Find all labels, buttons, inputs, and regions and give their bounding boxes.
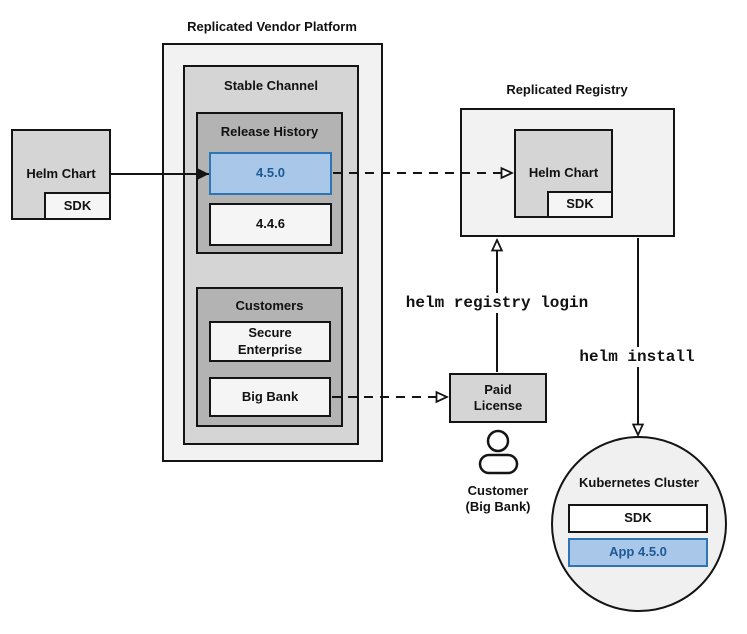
customer-caption: Customer (Big Bank) bbox=[465, 483, 531, 515]
cluster-sdk-box: SDK bbox=[568, 504, 708, 533]
person-icon bbox=[478, 429, 519, 475]
release-version-previous: 4.4.6 bbox=[209, 203, 332, 246]
cluster-app-box: App 4.5.0 bbox=[568, 538, 708, 567]
registry-sdk-box: SDK bbox=[547, 191, 613, 218]
release-history-label: Release History bbox=[220, 124, 319, 139]
customer-big-bank: Big Bank bbox=[209, 377, 331, 417]
source-sdk-box: SDK bbox=[44, 192, 111, 220]
kubernetes-cluster-title: Kubernetes Cluster bbox=[579, 475, 699, 490]
customer-secure-enterprise: Secure Enterprise bbox=[209, 321, 331, 362]
vendor-platform-title: Replicated Vendor Platform bbox=[187, 19, 357, 34]
paid-license-box: Paid License bbox=[449, 373, 547, 423]
command-registry-login: helm registry login bbox=[401, 293, 593, 313]
stable-channel-label: Stable Channel bbox=[224, 78, 318, 93]
command-helm-install: helm install bbox=[575, 347, 699, 367]
registry-title: Replicated Registry bbox=[506, 82, 628, 97]
customers-label: Customers bbox=[235, 298, 304, 313]
release-version-current: 4.5.0 bbox=[209, 152, 332, 195]
